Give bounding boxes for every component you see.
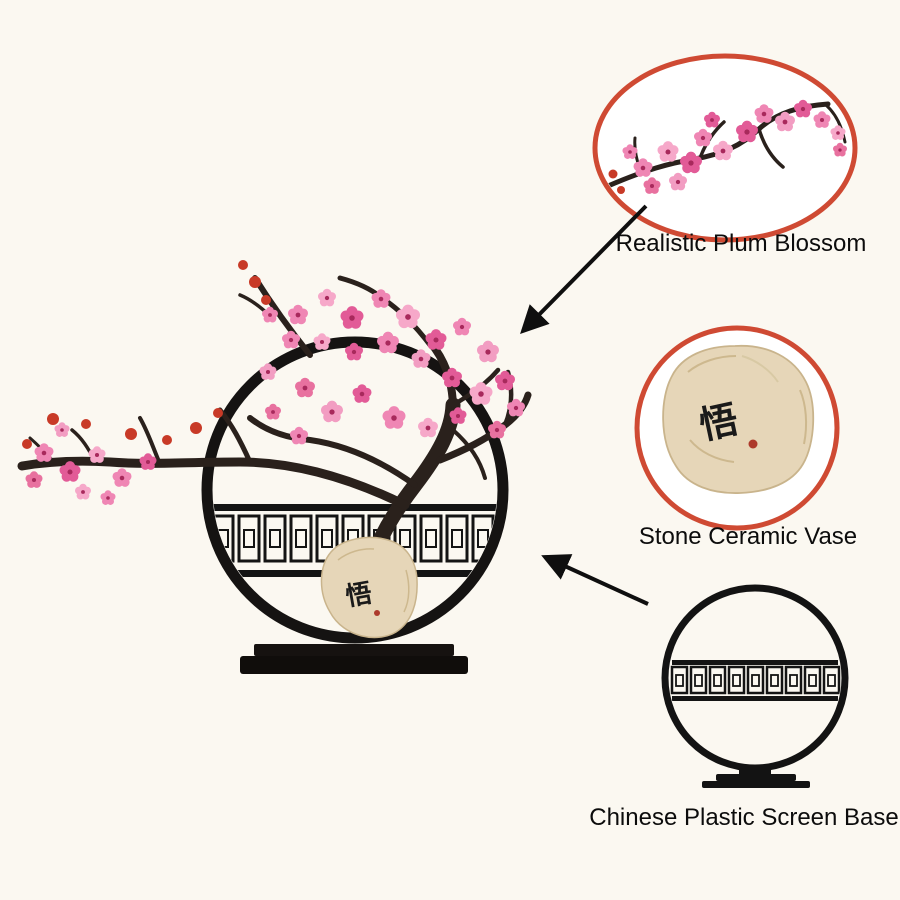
- screen-base-lattice: [670, 660, 841, 701]
- inset-vase-character: 悟: [696, 399, 742, 448]
- callout-plum-blossom: Realistic Plum Blossom: [520, 53, 867, 334]
- stand-base: [240, 644, 468, 674]
- callout-stone-vase: 悟 Stone Ceramic Vase: [541, 325, 857, 606]
- vase-character: 悟: [343, 577, 374, 611]
- plum-blossom-inset-art: [605, 99, 847, 194]
- stone-vase: 悟: [320, 536, 418, 639]
- stone-vase-inset-art: 悟: [662, 344, 815, 494]
- screen-base-label: Chinese Plastic Screen Base: [589, 804, 899, 831]
- screen-ring: [201, 336, 509, 644]
- stone-vase-arrow: [541, 554, 649, 606]
- plum-blossom-label: Realistic Plum Blossom: [616, 230, 867, 257]
- blossom-cluster-left: [22, 408, 223, 505]
- stone-vase-label: Stone Ceramic Vase: [639, 523, 857, 550]
- plum-blossom-arrow: [520, 204, 648, 334]
- screen-base-stand: [702, 765, 810, 788]
- callout-screen-base: Chinese Plastic Screen Base: [589, 584, 899, 831]
- main-product: 悟: [17, 260, 532, 674]
- blossom-cluster-top: [238, 260, 525, 445]
